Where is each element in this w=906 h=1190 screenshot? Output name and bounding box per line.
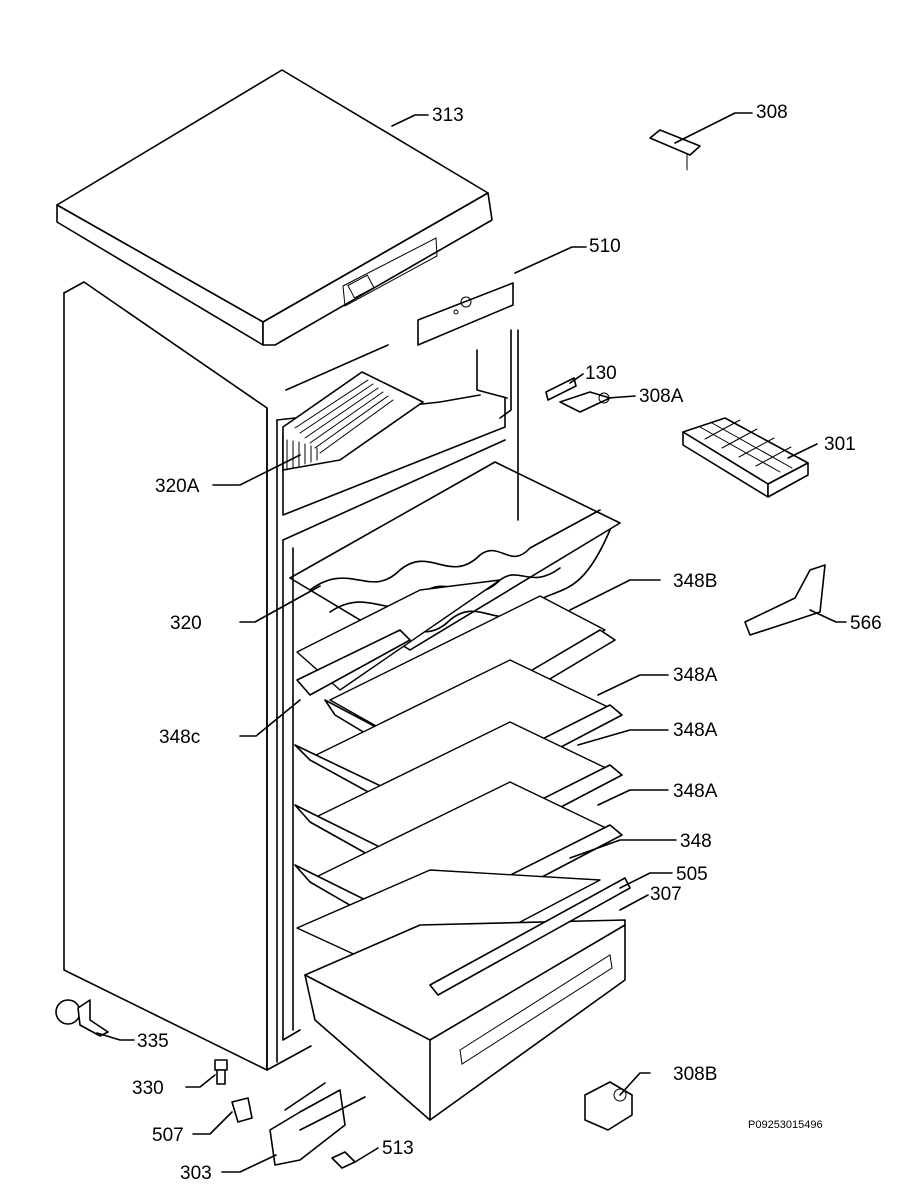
callout-335: 335 <box>137 1031 169 1052</box>
callout-513: 513 <box>382 1138 414 1159</box>
callout-507: 507 <box>152 1125 184 1146</box>
foot-335 <box>55 999 109 1037</box>
top-cover-313 <box>56 69 493 346</box>
callout-348: 348 <box>680 831 712 852</box>
control-panel-510 <box>417 282 514 346</box>
scoop-566 <box>744 564 826 636</box>
hinge-308 <box>649 129 701 171</box>
screw-330 <box>214 1059 228 1085</box>
ice-tray-301 <box>682 417 809 498</box>
callout-348a-2: 348A <box>673 720 718 741</box>
part-513 <box>331 1151 356 1169</box>
callout-348b: 348B <box>673 571 717 592</box>
drawing-reference-number: P09253015496 <box>748 1119 823 1131</box>
part-130 <box>545 377 577 401</box>
callout-320a: 320A <box>155 476 200 497</box>
callout-313: 313 <box>432 105 464 126</box>
callout-348c: 348c <box>159 727 200 748</box>
panel-303 <box>269 1082 366 1166</box>
callout-348a-1: 348A <box>673 665 718 686</box>
leader-lines <box>96 112 847 1173</box>
callout-330: 330 <box>132 1078 164 1099</box>
callout-303: 303 <box>180 1163 212 1184</box>
shelf-348c <box>296 579 501 696</box>
crisper-drawer-307 <box>304 919 626 1121</box>
callout-320: 320 <box>170 613 202 634</box>
hinge-308a <box>559 391 611 413</box>
cabinet-body <box>63 281 519 1071</box>
callout-505: 505 <box>676 864 708 885</box>
crisper-rail-505 <box>429 877 631 996</box>
callout-301: 301 <box>824 434 856 455</box>
callout-308b: 308B <box>673 1064 717 1085</box>
clip-507 <box>231 1097 253 1123</box>
callout-348a-3: 348A <box>673 781 718 802</box>
callout-308a: 308A <box>639 386 684 407</box>
callout-307: 307 <box>650 884 682 905</box>
callout-308: 308 <box>756 102 788 123</box>
callout-510: 510 <box>589 236 621 257</box>
callout-130: 130 <box>585 363 617 384</box>
callout-566: 566 <box>850 613 882 634</box>
